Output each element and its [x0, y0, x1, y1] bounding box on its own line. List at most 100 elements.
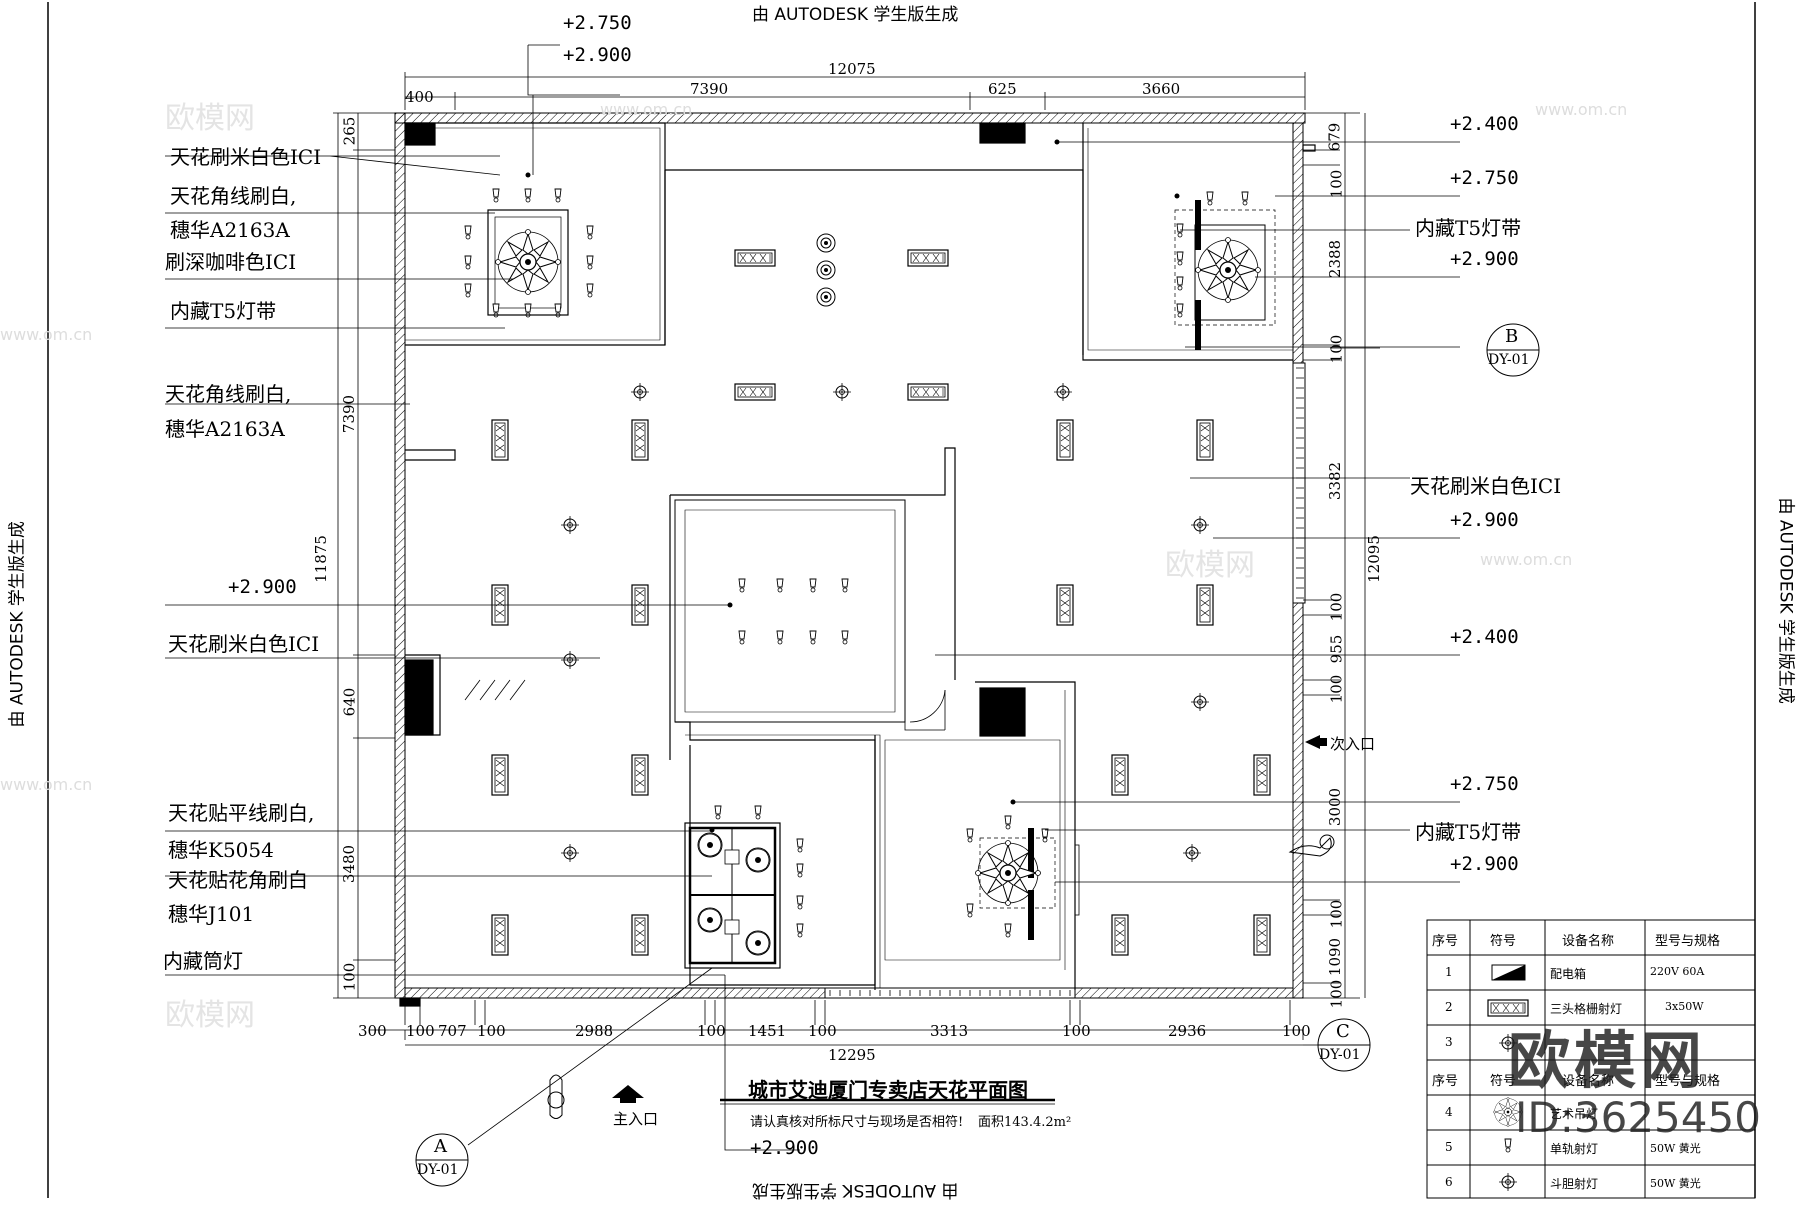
pendant-zone-topleft	[465, 173, 593, 318]
level-right-1: +2.400	[1450, 113, 1519, 135]
level-right-2: +2.750	[1450, 167, 1519, 189]
dim-left-seg-4: 3480	[340, 845, 358, 883]
dim-top-seg-2: 7390	[690, 80, 728, 98]
side-entrance-arrow	[1305, 735, 1327, 749]
legend-row2-no: 2	[1445, 1000, 1453, 1014]
coffer-bottomleft	[685, 806, 803, 968]
dim-right-seg-7: 955	[1327, 635, 1345, 664]
autodesk-stamp-bottom: 由 AUTODESK 学生版生成	[752, 1180, 958, 1205]
legend-row5-spec: 50W 黄光	[1650, 1140, 1701, 1156]
dim-bottom-seg-9: 3313	[930, 1022, 968, 1040]
note-left-1: 天花刷米白色ICI	[170, 141, 321, 170]
watermark-brand-3: 欧模网	[165, 990, 255, 1034]
note-left-12: 穗华J101	[168, 898, 254, 927]
note-left-7: 穗华A2163A	[165, 413, 285, 442]
dim-top-seg-4: 3660	[1142, 80, 1180, 98]
lights-top-area	[631, 234, 1072, 401]
note-left-11: 天花贴花角刷白	[168, 864, 308, 893]
level-bottom: +2.900	[750, 1137, 819, 1159]
title-area: 面积143.4.2m²	[978, 1111, 1071, 1130]
watermark-site-3: www.om.cn	[1535, 100, 1627, 119]
note-right-t5-top: 内藏T5灯带	[1415, 212, 1521, 241]
level-top-a: +2.750	[563, 12, 632, 34]
watermark-site-2: www.om.cn	[600, 100, 692, 119]
note-right-paint: 天花刷米白色ICI	[1410, 470, 1561, 499]
watermark-brand-1: 欧模网	[165, 93, 255, 137]
level-right-7: +2.900	[1450, 853, 1519, 875]
watermark-brand-2: 欧模网	[1165, 540, 1255, 584]
autodesk-stamp-left: 由 AUTODESK 学生版生成	[3, 498, 28, 728]
dim-left-seg-5: 100	[340, 963, 358, 992]
watermark-site-1: www.om.cn	[0, 325, 92, 344]
dim-left-seg-2: 7390	[340, 395, 358, 433]
side-entrance-label: 次入口	[1330, 733, 1375, 754]
legend-header-symbol: 符号	[1490, 930, 1516, 949]
dim-bottom-seg-11: 2936	[1168, 1022, 1206, 1040]
note-left-9: 天花贴平线刷白,	[168, 797, 314, 826]
note-right-t5-bottom: 内藏T5灯带	[1415, 816, 1521, 845]
main-entrance-arrow	[612, 1085, 644, 1103]
level-right-6: +2.750	[1450, 773, 1519, 795]
legend-row4-no: 4	[1445, 1105, 1453, 1119]
dim-right-seg-1: 679	[1325, 123, 1343, 152]
main-entrance-label: 主入口	[613, 1108, 658, 1129]
dim-right-seg-8: 100	[1327, 675, 1345, 704]
dim-bottom-seg-12: 100	[1282, 1022, 1311, 1040]
dim-bottom-seg-8: 100	[808, 1022, 837, 1040]
dim-right-seg-3: 2388	[1326, 240, 1344, 278]
dim-bottom-seg-4: 100	[477, 1022, 506, 1040]
dim-bottom-total: 12295	[828, 1046, 876, 1064]
legend-row1-name: 配电箱	[1550, 965, 1586, 982]
legend-row3-no: 3	[1445, 1035, 1453, 1049]
watermark-site-4: www.om.cn	[1480, 550, 1572, 569]
brand-id: ID:3625450	[1515, 1093, 1761, 1142]
marker-c-ref: DY-01	[1319, 1047, 1360, 1063]
dim-right-seg-5: 3382	[1326, 462, 1344, 500]
note-left-2: 天花角线刷白,	[170, 180, 296, 209]
marker-b-ref: DY-01	[1488, 352, 1529, 368]
legend-row6-no: 6	[1445, 1175, 1453, 1189]
dim-left-seg-1: 265	[340, 117, 358, 146]
dim-bottom-seg-10: 100	[1062, 1022, 1091, 1040]
note-left-5: 内藏T5灯带	[170, 295, 276, 324]
lights-center-room	[728, 579, 849, 644]
marker-a-letter: A	[434, 1136, 447, 1157]
drawing-title: 城市艾迪厦门专卖店天花平面图	[748, 1074, 1028, 1103]
grid-markers	[416, 324, 1539, 1186]
level-top-b: +2.900	[563, 44, 632, 66]
dim-right-seg-4: 100	[1327, 335, 1345, 364]
marker-a-ref: DY-01	[417, 1162, 458, 1178]
legend-row1-no: 1	[1445, 965, 1453, 979]
dim-top-seg-3: 625	[988, 80, 1017, 98]
brand-logo: 欧模网	[1508, 1010, 1706, 1100]
pendant-zone-topright	[1055, 140, 1276, 351]
marker-c-letter: C	[1336, 1021, 1350, 1042]
note-left-8: 天花刷米白色ICI	[168, 628, 319, 657]
marker-b-letter: B	[1505, 326, 1518, 347]
pendant-zone-bottommid	[967, 800, 1079, 941]
note-left-6: 天花角线刷白,	[165, 378, 291, 407]
dim-right-seg-9: 3000	[1326, 788, 1344, 826]
dim-right-total: 12095	[1365, 535, 1383, 583]
dim-right-seg-2: 100	[1327, 170, 1345, 199]
legend-row5-no: 5	[1445, 1140, 1453, 1154]
title-note: 请认真核对所标尺寸与现场是否相符!	[750, 1111, 963, 1130]
dim-left-total: 11875	[312, 535, 330, 583]
note-left-13: 内藏筒灯	[163, 945, 243, 974]
legend-header-spec: 型号与规格	[1655, 930, 1720, 949]
dim-right-seg-10: 100	[1327, 900, 1345, 929]
legend-header-no: 序号	[1432, 930, 1458, 949]
dim-bottom-seg-3: 707	[438, 1022, 467, 1040]
dim-right-seg-6: 100	[1327, 593, 1345, 622]
dim-left-seg-3: 640	[340, 688, 358, 717]
autodesk-stamp-right: 由 AUTODESK 学生版生成	[1776, 498, 1800, 728]
dim-top-total: 12075	[828, 60, 876, 78]
level-right-5: +2.400	[1450, 626, 1519, 648]
note-left-4: 刷深咖啡色ICI	[165, 246, 296, 275]
dim-bottom-seg-2: 100	[406, 1022, 435, 1040]
watermark-site-5: www.om.cn	[0, 775, 92, 794]
autodesk-stamp-top: 由 AUTODESK 学生版生成	[752, 0, 958, 25]
legend-header2-no: 序号	[1432, 1070, 1458, 1089]
dim-top-seg-1: 400	[405, 88, 434, 106]
level-left: +2.900	[228, 576, 297, 598]
